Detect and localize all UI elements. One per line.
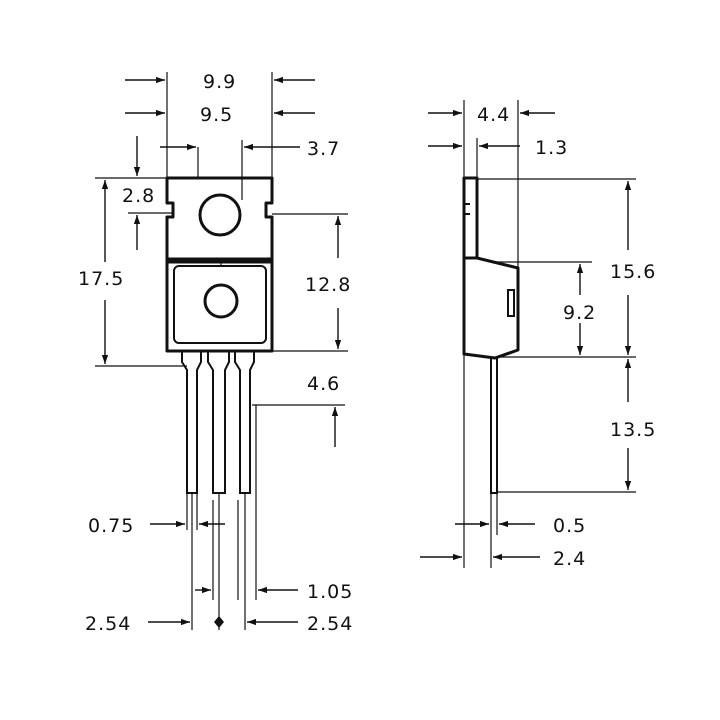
dim-tab-thickness: 1.3 <box>535 137 568 159</box>
dim-lead-width: 1.05 <box>307 581 353 603</box>
front-body-outline <box>165 257 274 353</box>
dim-pitch-left: 2.54 <box>85 613 131 635</box>
lead-right <box>234 351 255 494</box>
dim-lead-shoulder: 4.6 <box>307 373 340 395</box>
front-tab-outline <box>165 176 274 264</box>
dim-hole-offset: 3.7 <box>307 138 340 160</box>
dim-lead-offset: 2.4 <box>553 548 586 570</box>
mounting-hole <box>198 193 242 237</box>
dim-body-side-height: 9.2 <box>563 302 596 324</box>
dim-overall-width: 9.9 <box>203 71 236 93</box>
front-body-inner-recess <box>173 265 267 344</box>
side-view: 4.4 1.3 15.6 9.2 13.5 0.5 2.4 <box>420 100 656 570</box>
dim-lead-length: 13.5 <box>610 419 656 441</box>
side-tab-outline <box>462 176 479 260</box>
front-body-dimple <box>203 283 239 319</box>
dim-pitch-right: 2.54 <box>307 613 353 635</box>
dim-body-height: 12.8 <box>305 274 351 296</box>
dim-lead-thickness: 0.75 <box>88 515 134 537</box>
side-body-mark <box>507 289 515 317</box>
lead-center <box>207 351 230 494</box>
side-body-outline <box>462 256 520 360</box>
side-lead <box>490 357 498 494</box>
lead-left <box>181 351 202 494</box>
dim-overall-height: 17.5 <box>78 268 124 290</box>
pitch-center-marker <box>214 616 224 628</box>
dim-side-height: 15.6 <box>610 261 656 283</box>
front-view: 9.9 9.5 3.7 2.8 17.5 12.8 4.6 <box>78 71 353 635</box>
dim-total-thickness: 4.4 <box>477 104 510 126</box>
dim-body-width: 9.5 <box>200 104 233 126</box>
dim-lead-side-thickness: 0.5 <box>553 515 586 537</box>
dim-hole-center: 2.8 <box>122 185 155 207</box>
